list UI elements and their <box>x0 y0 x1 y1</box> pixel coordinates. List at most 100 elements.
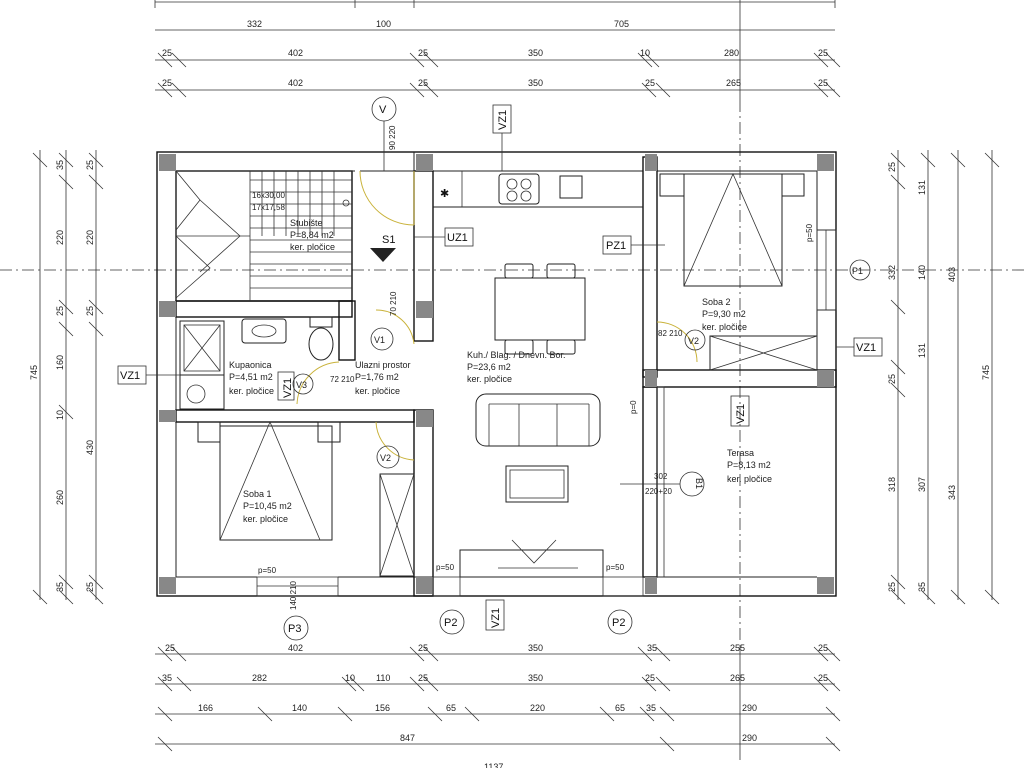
dim-bot1-35: 35 <box>647 643 657 653</box>
tag-vz1-bottom: VZ1 <box>490 608 502 628</box>
dim-left-260: 260 <box>55 490 65 505</box>
top-dimensions: 332 100 705 25 402 25 350 10 280 25 25 4… <box>154 0 841 100</box>
dim-bot3-166: 166 <box>198 703 213 713</box>
note-p0: p=0 <box>629 400 638 414</box>
tag-vz1-bath: VZ1 <box>282 378 294 398</box>
axis-lines <box>0 100 1024 640</box>
dim-bot1-25b: 25 <box>418 643 428 653</box>
dim-top2-25b: 25 <box>418 48 428 58</box>
dim-left-35a: 35 <box>55 160 65 170</box>
dim-bot2-265: 265 <box>730 673 745 683</box>
dim-top2-280: 280 <box>724 48 739 58</box>
room-floor-ulazni: ker. pločice <box>355 386 400 396</box>
room-floor-soba2: ker. pločice <box>702 322 747 332</box>
bottom-dimensions: 25 402 25 350 35 255 25 35 282 10 110 25… <box>155 643 841 768</box>
dim-bot3-140: 140 <box>292 703 307 713</box>
tag-s1: S1 <box>382 234 395 246</box>
dim-left-35b: 35 <box>55 582 65 592</box>
dim-left2-25a: 25 <box>85 160 95 170</box>
room-area-kuhinja: P=23,6 m2 <box>467 362 511 372</box>
room-area-ulazni: P=1,76 m2 <box>355 372 399 382</box>
dim-right-25a: 25 <box>887 162 897 172</box>
note-p50-b: p=50 <box>436 563 455 572</box>
dim-right3-343: 343 <box>947 485 957 500</box>
tag-p2b: P2 <box>612 617 625 629</box>
dim-top3-350: 350 <box>528 78 543 88</box>
dim-top2-25a: 25 <box>162 48 172 58</box>
terrace: Terasa P=8,13 m2 ker. pločice VZ1 B1 302… <box>620 386 772 578</box>
tag-v2a: V2 <box>380 453 391 463</box>
dim-bot4-290: 290 <box>742 733 757 743</box>
tag-uz1: UZ1 <box>447 232 468 244</box>
dim-top2-350: 350 <box>528 48 543 58</box>
dining-table <box>494 263 586 355</box>
dim-bot2-25a: 25 <box>418 673 428 683</box>
kitchen: ✱ VZ1 <box>433 104 643 208</box>
room-floor-terasa: ker. pločice <box>727 474 772 484</box>
dim-top3-402: 402 <box>288 78 303 88</box>
dim-left2-430: 430 <box>85 440 95 455</box>
dim-top-332: 332 <box>247 19 262 29</box>
dim-left2-220: 220 <box>85 230 95 245</box>
room-name-soba1: Soba 1 <box>243 489 272 499</box>
note-302: 302 <box>654 472 668 481</box>
tag-pz1: PZ1 <box>606 240 626 252</box>
tag-v: V <box>379 104 387 116</box>
dim-top2-402: 402 <box>288 48 303 58</box>
dim-bot3-290: 290 <box>742 703 757 713</box>
dim-top2-10: 10 <box>640 48 650 58</box>
note-p50-a: p=50 <box>258 566 277 575</box>
dim-bot3-65b: 65 <box>615 703 625 713</box>
dim-top3-25b: 25 <box>418 78 428 88</box>
dim-bot2-10: 10 <box>345 673 355 683</box>
dim-bot1-25a: 25 <box>165 643 175 653</box>
note-82-210: 82 210 <box>658 329 683 338</box>
note-70-210: 70 210 <box>389 291 398 316</box>
room-area-kupaonica: P=4,51 m2 <box>229 372 273 382</box>
dim-top-705: 705 <box>614 19 629 29</box>
tag-b1: B1 <box>694 478 704 489</box>
entrance: Ulazni prostor P=1,76 m2 ker. pločice V1… <box>355 291 415 469</box>
dim-right-131b: 131 <box>917 343 927 358</box>
wardrobe-soba1 <box>379 473 415 577</box>
tag-p2a: P2 <box>444 617 457 629</box>
dim-left-220: 220 <box>55 230 65 245</box>
room-floor-kupaonica: ker. pločice <box>229 386 274 396</box>
dim-bot4-847: 847 <box>400 733 415 743</box>
room-soba2: Soba 2 P=9,30 m2 ker. pločice PZ1 V2 82 … <box>602 173 883 371</box>
dim-top3-265: 265 <box>726 78 741 88</box>
tag-v3: V3 <box>296 380 307 390</box>
dim-top3-25c: 25 <box>645 78 655 88</box>
tag-p3: P3 <box>288 623 301 635</box>
dim-right-131a: 131 <box>917 180 927 195</box>
dim-bot2-110: 110 <box>376 673 390 683</box>
stairs-steps-1: 16x30,00 <box>252 191 285 200</box>
dim-bot3-35: 35 <box>646 703 656 713</box>
tag-vz1-right: VZ1 <box>856 342 876 354</box>
room-area-soba1: P=10,45 m2 <box>243 501 292 511</box>
room-name-stubiste: Stubište <box>290 218 323 228</box>
dim-bot1-255: 255 <box>730 643 745 653</box>
room-area-terasa: P=8,13 m2 <box>727 460 771 470</box>
dim-top3-25d: 25 <box>818 78 828 88</box>
windows-p2: p=50 P2 p=50 P2 VZ1 <box>432 563 644 635</box>
room-soba1: Soba 1 P=10,45 m2 ker. pločice p=50 140 … <box>197 420 341 641</box>
note-72-210: 72 210 <box>330 375 355 384</box>
tag-vz1-top: VZ1 <box>497 110 509 130</box>
dim-left2-25b: 25 <box>85 306 95 316</box>
dim-top2-25c: 25 <box>818 48 828 58</box>
note-220-20: 220+20 <box>645 487 672 496</box>
sofa <box>475 393 601 503</box>
dim-right-745: 745 <box>981 365 991 380</box>
dim-left-25: 25 <box>55 306 65 316</box>
dim-right2-307: 307 <box>917 477 927 492</box>
dim-right2-332: 332 <box>887 265 897 280</box>
dim-left-160: 160 <box>55 355 65 370</box>
dim-top-100: 100 <box>376 19 391 29</box>
dim-bot2-25c: 25 <box>818 673 828 683</box>
room-name-terasa: Terasa <box>727 448 754 458</box>
dim-top3-25a: 25 <box>162 78 172 88</box>
room-name-kupaonica: Kupaonica <box>229 360 272 370</box>
dim-bot2-25b: 25 <box>645 673 655 683</box>
